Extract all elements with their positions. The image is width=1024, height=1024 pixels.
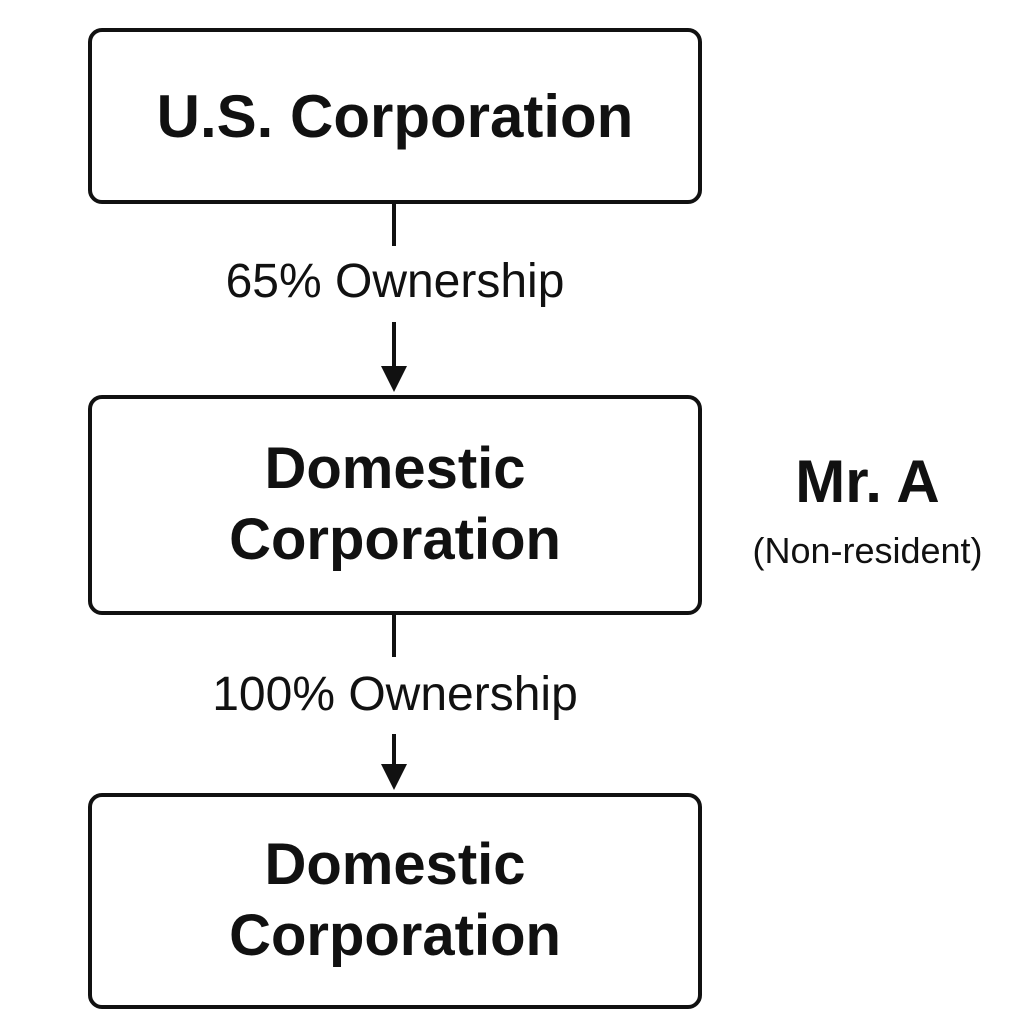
- edge-label-100-ownership: 100% Ownership: [212, 668, 578, 721]
- node-us-corporation: U.S. Corporation: [88, 28, 702, 204]
- edge-label-65-ownership: 65% Ownership: [225, 255, 565, 308]
- node-label: U.S. Corporation: [156, 82, 634, 150]
- node-label-line-1: Domestic: [264, 436, 526, 502]
- node-label-line-1: Domestic: [264, 832, 526, 898]
- arrow-top-icon: [381, 366, 407, 392]
- person-status: (Non-resident): [752, 530, 983, 571]
- person-name: Mr. A: [795, 448, 940, 515]
- node-label-line-2: Corporation: [229, 507, 561, 572]
- node-domestic-corporation-subsidiary: Domestic Corporation: [88, 793, 702, 1009]
- node-domestic-corporation-parent: Domestic Corporation: [88, 395, 702, 615]
- arrow-bottom-icon: [381, 764, 407, 790]
- node-label-line-2: Corporation: [229, 903, 561, 968]
